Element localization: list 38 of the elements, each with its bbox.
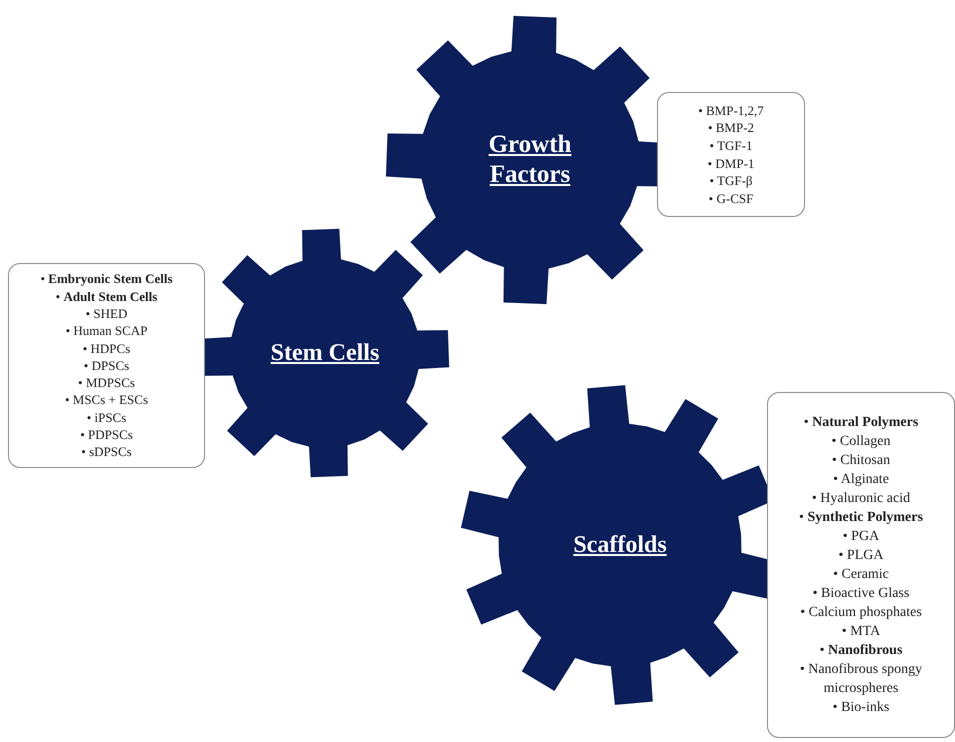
- list-item: • TGF-β: [708, 172, 754, 190]
- list-box: [767, 392, 955, 738]
- list-item: • G-CSF: [708, 190, 754, 208]
- list-item: • Nanofibrous spongy microspheres: [798, 661, 924, 698]
- list-item: • HDPCs: [82, 340, 132, 357]
- list-box: [8, 263, 205, 468]
- list-item: • Nanofibrous: [818, 642, 904, 660]
- list-item: • Hyaluronic acid: [810, 490, 912, 508]
- list-item: • MSCs + ESCs: [64, 391, 150, 409]
- list-item: • Natural Polymers: [802, 414, 920, 432]
- list-item: • Adult Stem Cells: [54, 288, 158, 306]
- list-item: • Chitosan: [830, 452, 892, 470]
- list-item: • DMP-1: [706, 154, 756, 172]
- list-item: • TGF-1: [708, 136, 754, 154]
- list-item: • Ceramic: [832, 566, 890, 584]
- list-item: • Human SCAP: [64, 322, 148, 340]
- list-item: • DPSCs: [82, 356, 130, 374]
- list-item: • Calcium phosphates: [799, 604, 923, 622]
- list-item: • PDPSCs: [79, 426, 134, 444]
- list-item: • PLGA: [838, 546, 884, 565]
- list-item: • BMP-1,2,7: [698, 102, 764, 120]
- gear-title: Stem Cells: [270, 338, 380, 368]
- list-item: • Alginate: [832, 470, 890, 489]
- gear-title: Scaffolds: [572, 530, 668, 560]
- list-item: • Bio-inks: [832, 699, 890, 718]
- list-item: • sDPSCs: [80, 443, 133, 461]
- list-item: • SHED: [84, 305, 128, 322]
- list-item: • PGA: [842, 528, 880, 546]
- list-item: • MDPSCs: [77, 374, 136, 392]
- list-item: • Embryonic Stem Cells: [40, 270, 173, 288]
- list-box: [657, 92, 805, 217]
- list-item: • BMP-2: [706, 119, 756, 137]
- list-item: • iPSCs: [86, 408, 128, 426]
- list-item: • Synthetic Polymers: [798, 508, 924, 527]
- list-item: • Bioactive Glass: [812, 585, 910, 604]
- list-item: • MTA: [840, 623, 882, 642]
- gear-title: Growth Factors: [488, 130, 572, 190]
- list-item: • Collagen: [830, 432, 892, 451]
